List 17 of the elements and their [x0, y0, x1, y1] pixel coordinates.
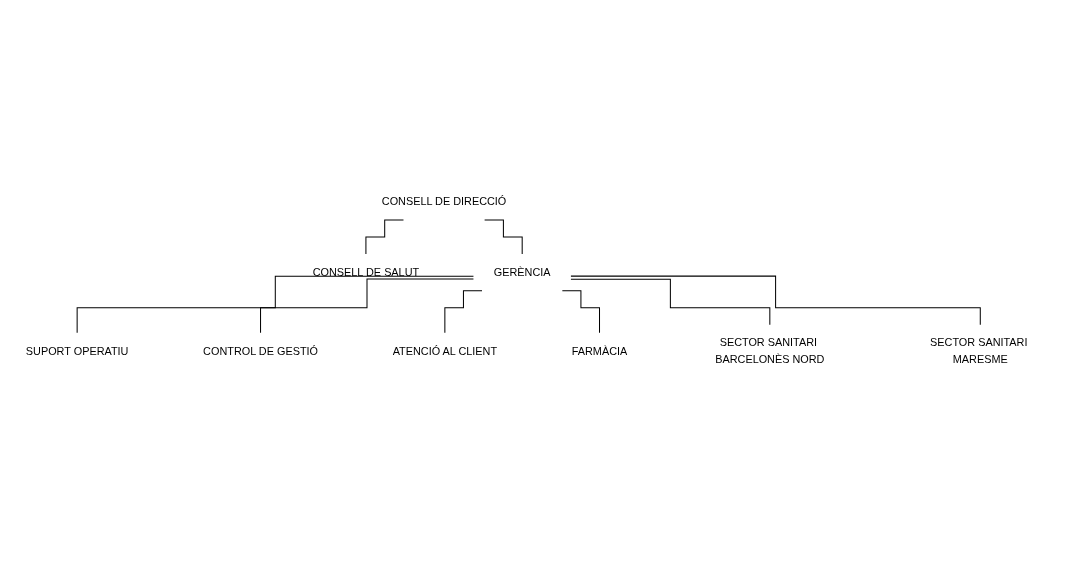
node-text: SECTOR SANITARI MARESME [930, 336, 1028, 365]
connector [570, 275, 981, 326]
node-text: CONSELL DE DIRECCIÓ [381, 195, 507, 208]
node-text: CONSELL DE SALUT [312, 266, 420, 278]
connector [561, 290, 600, 334]
node-text: SUPORT OPERATIU [25, 344, 129, 357]
node-text: FARMÀCIA [571, 344, 628, 357]
connector [570, 278, 771, 326]
node-text: CONTROL DE GESTIÓ [203, 344, 318, 357]
node-text: SECTOR SANITARI BARCELONÈS NORD [715, 336, 825, 365]
connector [76, 275, 474, 334]
node-text: GERÈNCIA [493, 266, 551, 278]
node-text: ATENCIÓ AL CLIENT [392, 344, 498, 357]
connector [260, 278, 474, 334]
connector [444, 290, 483, 334]
connector [365, 219, 404, 255]
connector [484, 219, 523, 255]
